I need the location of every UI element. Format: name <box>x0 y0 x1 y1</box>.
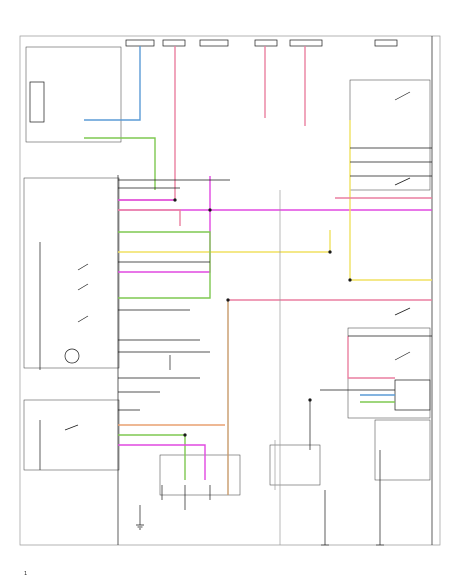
wire-green-3 <box>118 434 186 480</box>
wire-pink-6 <box>347 336 395 379</box>
wire-green <box>84 137 156 190</box>
wire-green-2 <box>118 231 211 299</box>
ground-symbols <box>136 524 384 546</box>
splices <box>173 198 352 437</box>
top-connectors <box>125 39 398 47</box>
wire-pink-7 <box>118 209 181 226</box>
wire-yellow-2 <box>349 120 432 281</box>
right-components <box>159 79 431 496</box>
page-number: 1 <box>24 571 27 577</box>
wire-magenta-2 <box>118 176 211 273</box>
outer-frame <box>19 35 441 546</box>
wire-yellow <box>118 230 331 253</box>
harness-backbone <box>117 36 433 545</box>
wire-blue <box>84 46 141 121</box>
wire-pink-1 <box>118 46 176 201</box>
left-components <box>23 46 122 471</box>
wires <box>84 46 432 495</box>
secondary-wiring <box>118 147 432 545</box>
wire-magenta-3 <box>118 444 206 480</box>
